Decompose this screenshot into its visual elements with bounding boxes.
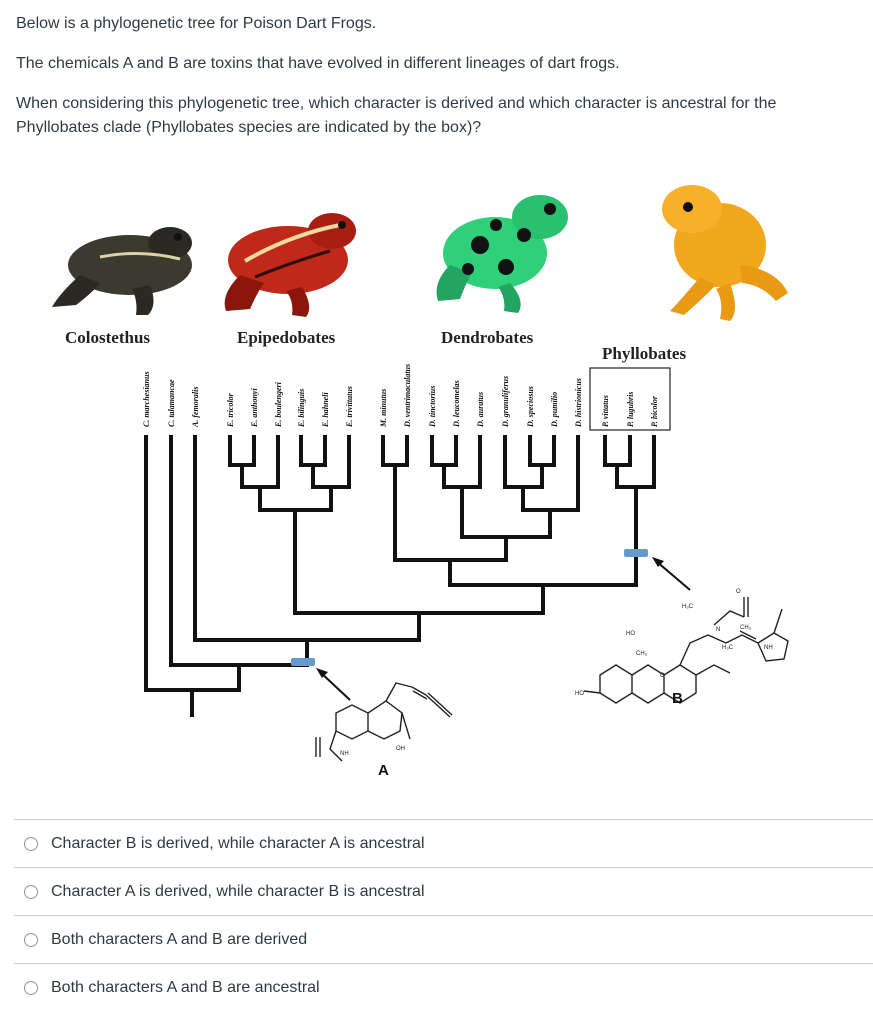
atom-nh-a: NH xyxy=(340,751,349,757)
answer-option-1-label: Character B is derived, while character … xyxy=(51,834,425,852)
species-label: D. histrionicus xyxy=(574,378,583,428)
answer-option-3-radio[interactable] xyxy=(24,932,38,947)
tree-branches xyxy=(144,435,656,717)
answer-option-2-radio[interactable] xyxy=(24,884,38,899)
atom-ch3-b: CH₃ xyxy=(740,625,752,631)
phylogenetic-tree-svg: Colostethus Epipedobates Dendrobates Phy… xyxy=(40,165,840,790)
species-label: E. hahneli xyxy=(321,392,330,428)
atom-n: N xyxy=(716,627,720,633)
frog-epipedobates-image xyxy=(224,213,356,317)
clade-label-epipedobates: Epipedobates xyxy=(237,328,336,347)
species-label: D. pumilio xyxy=(550,392,559,428)
species-label: E. trivittatus xyxy=(345,386,354,428)
frog-dendrobates-image xyxy=(436,195,568,313)
atom-oh-a: OH xyxy=(396,746,405,752)
atom-ch3: CH₃ xyxy=(636,651,648,657)
species-label: D. leucomelas xyxy=(452,380,461,428)
atom-ho-b: HO xyxy=(575,691,584,697)
question-line-3: When considering this phylogenetic tree,… xyxy=(16,95,777,136)
species-label: P. vittatus xyxy=(601,395,610,427)
species-labels: C. marchesianus C. talamancae A. femoralis… xyxy=(142,364,659,428)
frog-colostethus-image xyxy=(52,227,192,315)
toxin-a-label: A xyxy=(378,762,389,779)
frog-phyllobates-image xyxy=(662,185,788,321)
toxin-a-arrow xyxy=(316,668,351,701)
answer-option-4-radio[interactable] xyxy=(24,980,38,995)
species-label: D. auratus xyxy=(476,392,485,428)
question-line-2: The chemicals A and B are toxins that ha… xyxy=(16,55,620,72)
clade-label-phyllobates: Phyllobates xyxy=(602,344,686,363)
answer-option-3[interactable]: Both characters A and B are derived xyxy=(14,915,873,963)
answer-option-2-label: Character A is derived, while character … xyxy=(51,882,425,900)
species-label: D. tinctorius xyxy=(428,386,437,428)
toxin-b-marker xyxy=(624,549,648,557)
answer-option-1-radio[interactable] xyxy=(24,836,38,851)
atom-o: O xyxy=(660,673,665,679)
species-label: E. boulengeri xyxy=(274,381,283,428)
question-line-1: Below is a phylogenetic tree for Poison … xyxy=(16,15,377,32)
species-label: P. lugubris xyxy=(626,392,635,427)
toxin-b-label: B xyxy=(672,690,683,707)
atom-nh-b: NH xyxy=(764,645,773,651)
species-label: A. femoralis xyxy=(191,387,200,428)
toxin-a-structure: NH OH A xyxy=(315,682,453,779)
toxin-b-structure: HO HO CH₃ O H₃C N CH₃ H₃C NH O B xyxy=(575,589,789,707)
species-label: P. bicolor xyxy=(650,395,659,427)
clade-label-dendrobates: Dendrobates xyxy=(441,328,534,347)
species-label: E. tricolor xyxy=(226,392,235,428)
answer-options: Character B is derived, while character … xyxy=(14,819,873,1011)
toxin-b-arrow xyxy=(652,557,691,591)
species-label: C. marchesianus xyxy=(142,371,151,427)
answer-option-1[interactable]: Character B is derived, while character … xyxy=(14,819,873,867)
atom-o-b: O xyxy=(736,589,741,595)
atom-h3c-b: H₃C xyxy=(722,645,734,651)
clade-label-colostethus: Colostethus xyxy=(65,328,150,347)
species-label: M. minutus xyxy=(379,389,388,428)
species-label: C. talamancae xyxy=(167,379,176,427)
species-label: D. ventrimaculatus xyxy=(403,364,412,428)
answer-option-2[interactable]: Character A is derived, while character … xyxy=(14,867,873,915)
answer-option-4-label: Both characters A and B are ancestral xyxy=(51,978,320,996)
phyllobates-box xyxy=(589,367,671,431)
species-label: D. granuliferus xyxy=(501,376,510,428)
species-label: D. speciosus xyxy=(526,386,535,428)
phylogenetic-tree-figure: Colostethus Epipedobates Dendrobates Phy… xyxy=(40,165,840,790)
answer-option-3-label: Both characters A and B are derived xyxy=(51,930,308,948)
species-label: E. bilinguis xyxy=(297,389,306,428)
species-label: E. anthonyi xyxy=(250,388,259,428)
atom-ho: HO xyxy=(626,631,635,637)
answer-option-4[interactable]: Both characters A and B are ancestral xyxy=(14,963,873,1011)
atom-h3c: H₃C xyxy=(682,604,694,610)
toxin-a-marker xyxy=(291,658,315,666)
